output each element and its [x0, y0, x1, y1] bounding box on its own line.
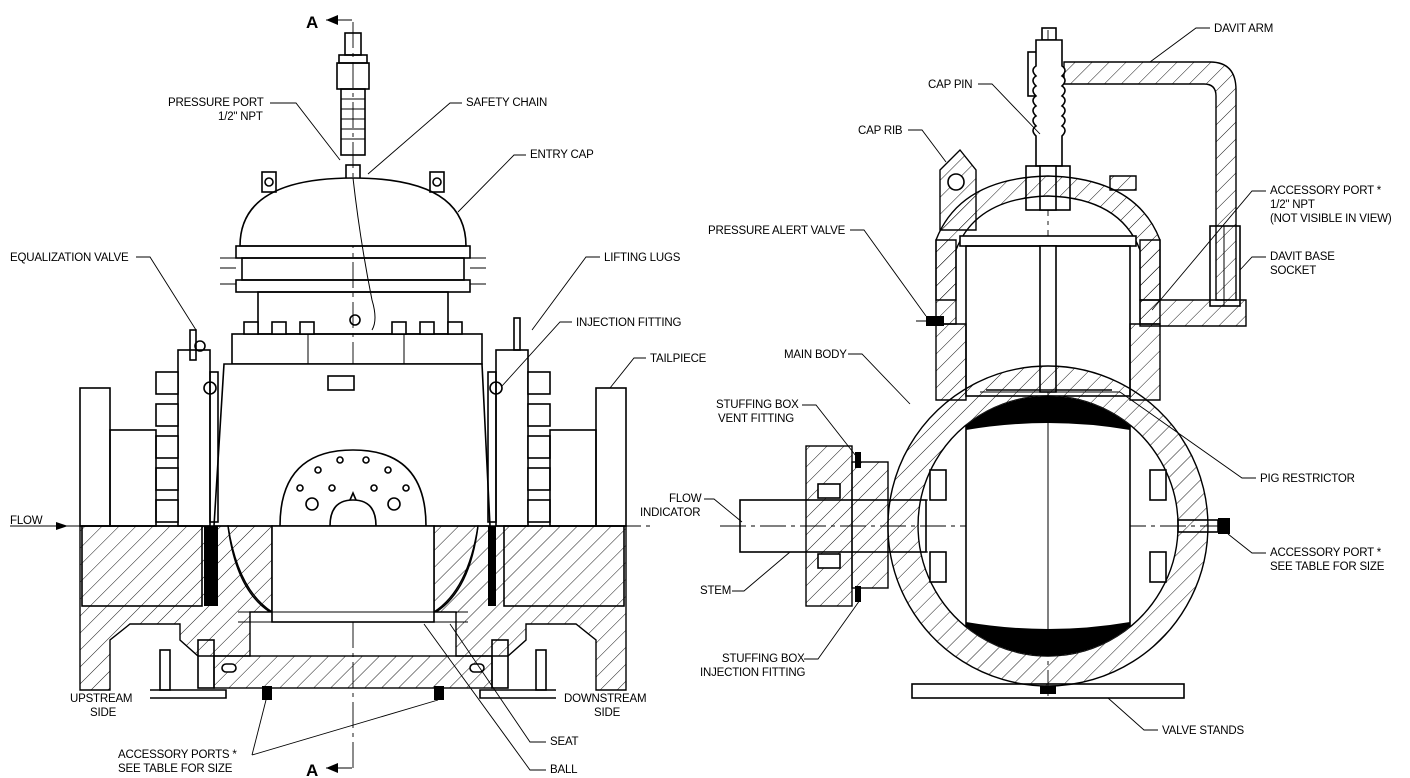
label-stuffing-box-vent-fitting: STUFFING BOX: [716, 399, 799, 411]
label-stuffing-box-vent-fitting-2: VENT FITTING: [718, 413, 794, 425]
front-bottom-cover: [150, 639, 556, 700]
label-entry-cap: ENTRY CAP: [530, 149, 594, 161]
cap-section: [916, 148, 1161, 401]
label-downstream-side-2: SIDE: [594, 707, 621, 719]
label-pressure-alert-valve: PRESSURE ALERT VALVE: [708, 225, 846, 237]
label-accessory-ports-size: SEE TABLE FOR SIZE: [118, 763, 233, 775]
label-accessory-port-top-2: 1/2" NPT: [1270, 199, 1315, 211]
label-flow-indicator-2: INDICATOR: [640, 507, 700, 519]
label-cap-pin: CAP PIN: [928, 79, 972, 91]
section-view: [720, 27, 1247, 700]
label-safety-chain: SAFETY CHAIN: [466, 97, 547, 109]
front-ball-section: [227, 525, 479, 623]
label-upstream-side: UPSTREAM: [70, 693, 132, 705]
label-injection-fitting: INJECTION FITTING: [576, 317, 681, 329]
neck-and-bolts: [231, 177, 483, 365]
section-view-labels: DAVIT ARM CAP PIN CAP RIB ACCESSORY PORT…: [640, 23, 1392, 737]
section-marker-top: A: [306, 13, 352, 32]
label-ball: BALL: [550, 764, 578, 776]
label-cap-rib: CAP RIB: [858, 125, 903, 137]
label-accessory-port-side: ACCESSORY PORT *: [1270, 547, 1382, 559]
label-stem: STEM: [700, 585, 731, 597]
svg-text:A: A: [306, 761, 318, 778]
label-accessory-port-side-2: SEE TABLE FOR SIZE: [1270, 561, 1385, 573]
label-tailpiece: TAILPIECE: [650, 353, 707, 365]
flange-studs: [155, 349, 551, 527]
label-downstream-side: DOWNSTREAM: [564, 693, 646, 705]
label-davit-base-socket-2: SOCKET: [1270, 265, 1316, 277]
label-davit-arm: DAVIT ARM: [1214, 23, 1273, 35]
label-stuffing-box-injection-fitting: STUFFING BOX: [722, 653, 805, 665]
label-accessory-ports: ACCESSORY PORTS *: [118, 749, 237, 761]
label-flow-indicator: FLOW: [669, 493, 702, 505]
stem-assembly: [739, 445, 928, 607]
main-body-section: [887, 365, 1209, 687]
section-marker-bottom: A: [306, 761, 352, 778]
label-equalization-valve: EQUALIZATION VALVE: [10, 252, 129, 264]
label-pig-restrictor: PIG RESTRICTOR: [1260, 473, 1355, 485]
label-davit-base-socket: DAVIT BASE: [1270, 251, 1335, 263]
label-pressure-port: PRESSURE PORT: [168, 97, 264, 109]
label-valve-stands: VALVE STANDS: [1162, 725, 1244, 737]
tailpieces: [79, 387, 627, 691]
label-upstream-side-2: SIDE: [90, 707, 117, 719]
label-lifting-lugs: LIFTING LUGS: [604, 252, 681, 264]
label-pressure-port-size: 1/2" NPT: [218, 111, 263, 123]
label-accessory-port-top: ACCESSORY PORT *: [1270, 185, 1382, 197]
svg-text:A: A: [306, 13, 318, 32]
side-accessory-port: [1177, 518, 1230, 534]
entry-cap: [220, 171, 486, 293]
front-main-body: [209, 363, 497, 527]
valve-stands: [911, 683, 1185, 699]
label-stuffing-box-injection-fitting-2: INJECTION FITTING: [700, 667, 805, 679]
front-view: A A: [55, 13, 652, 778]
label-seat: SEAT: [550, 736, 579, 748]
front-view-labels: PRESSURE PORT 1/2" NPT SAFETY CHAIN ENTR…: [10, 97, 707, 776]
label-flow: FLOW: [10, 515, 43, 527]
label-accessory-port-top-3: (NOT VISIBLE IN VIEW): [1270, 213, 1392, 225]
label-main-body: MAIN BODY: [784, 349, 847, 361]
